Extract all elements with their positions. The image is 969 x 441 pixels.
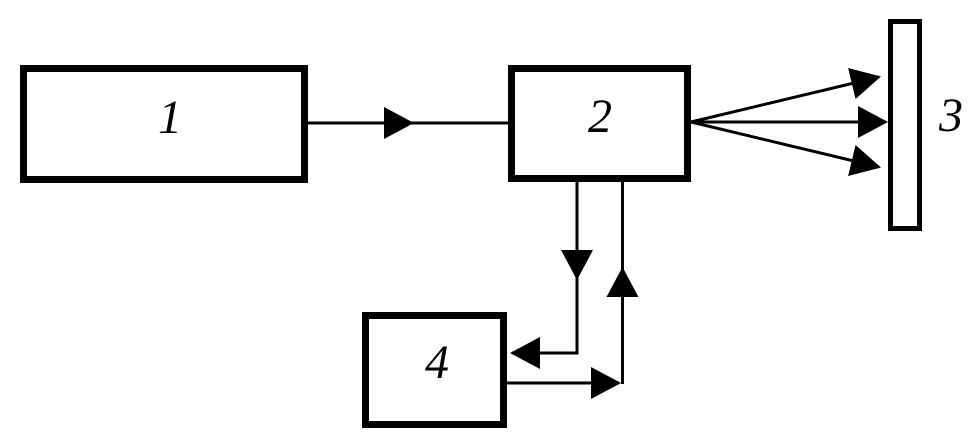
block-2-box [508, 65, 691, 182]
fan-arrow-upper [690, 67, 881, 124]
screen-3-box [888, 19, 922, 231]
fan-arrow-lower [690, 120, 881, 177]
arrow-2-to-4-into-box [510, 275, 579, 369]
block-1-label: 1 [158, 91, 182, 144]
block-4-label: 4 [425, 336, 449, 389]
block-1-box [20, 65, 308, 183]
screen-3-label: 3 [938, 89, 963, 142]
block-2-label: 2 [588, 90, 612, 143]
block-4-box [362, 312, 507, 428]
